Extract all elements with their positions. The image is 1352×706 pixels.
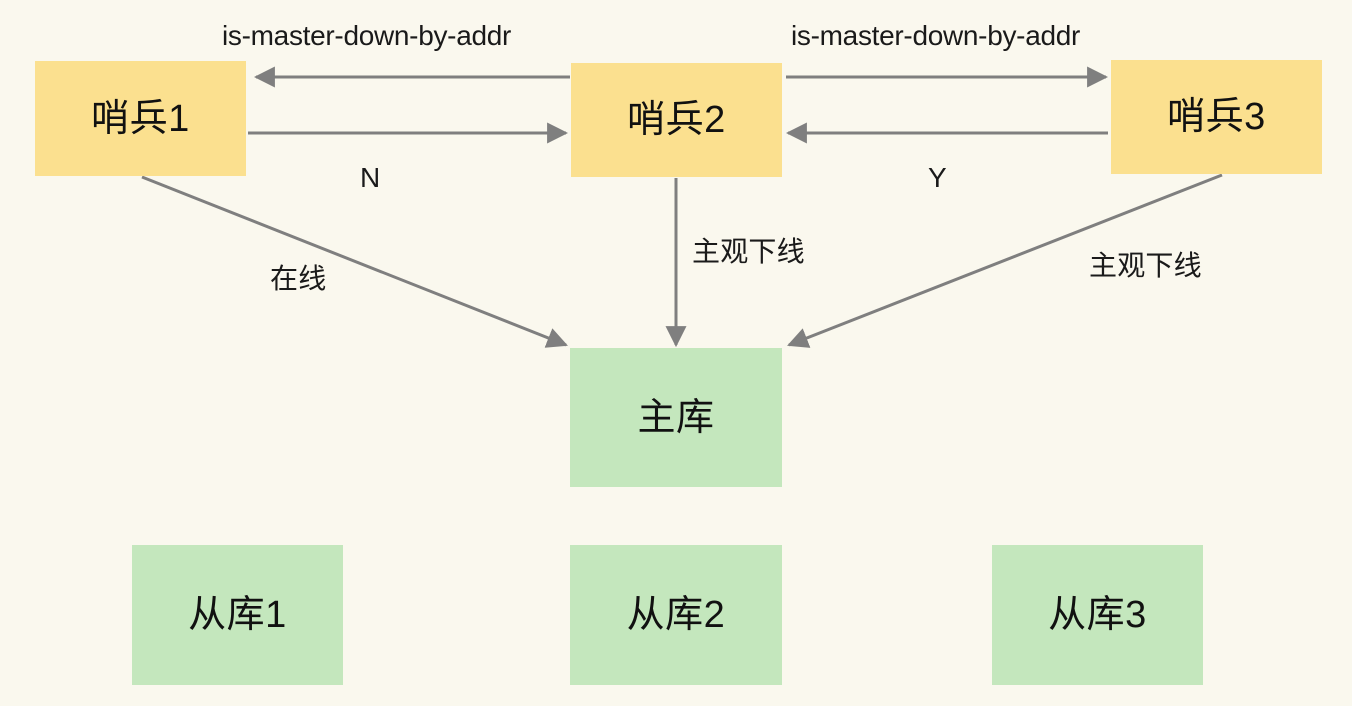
node-sentinel-3[interactable]: 哨兵3 xyxy=(1111,60,1322,174)
edge-label-vote-n: N xyxy=(360,162,381,193)
edge-label-subjective-down-center: 主观下线 xyxy=(692,236,805,267)
node-master-db-label: 主库 xyxy=(637,396,715,439)
node-sentinel-2-label: 哨兵2 xyxy=(627,99,726,141)
edge-label-subjective-down-right: 主观下线 xyxy=(1089,250,1202,281)
node-slave-db-2[interactable]: 从库2 xyxy=(570,545,782,685)
node-sentinel-1-label: 哨兵1 xyxy=(91,97,190,140)
node-slave-db-1-label: 从库1 xyxy=(188,594,287,636)
node-slave-db-3-label: 从库3 xyxy=(1048,594,1147,636)
node-slave-db-2-label: 从库2 xyxy=(626,594,726,636)
edge-label-vote-y: Y xyxy=(928,162,947,193)
edge-label-is-master-down-right: is-master-down-by-addr xyxy=(791,20,1081,51)
node-slave-db-3[interactable]: 从库3 xyxy=(992,545,1203,685)
edge-sentinel1-to-master xyxy=(141,175,568,348)
node-master-db[interactable]: 主库 xyxy=(570,348,782,487)
edge-label-is-master-down-left: is-master-down-by-addr xyxy=(222,20,512,51)
node-sentinel-1[interactable]: 哨兵1 xyxy=(35,61,246,176)
edge-label-online: 在线 xyxy=(270,263,327,294)
node-slave-db-1[interactable]: 从库1 xyxy=(132,545,343,685)
node-sentinel-2[interactable]: 哨兵2 xyxy=(571,63,782,177)
node-sentinel-3-label: 哨兵3 xyxy=(1167,96,1266,138)
